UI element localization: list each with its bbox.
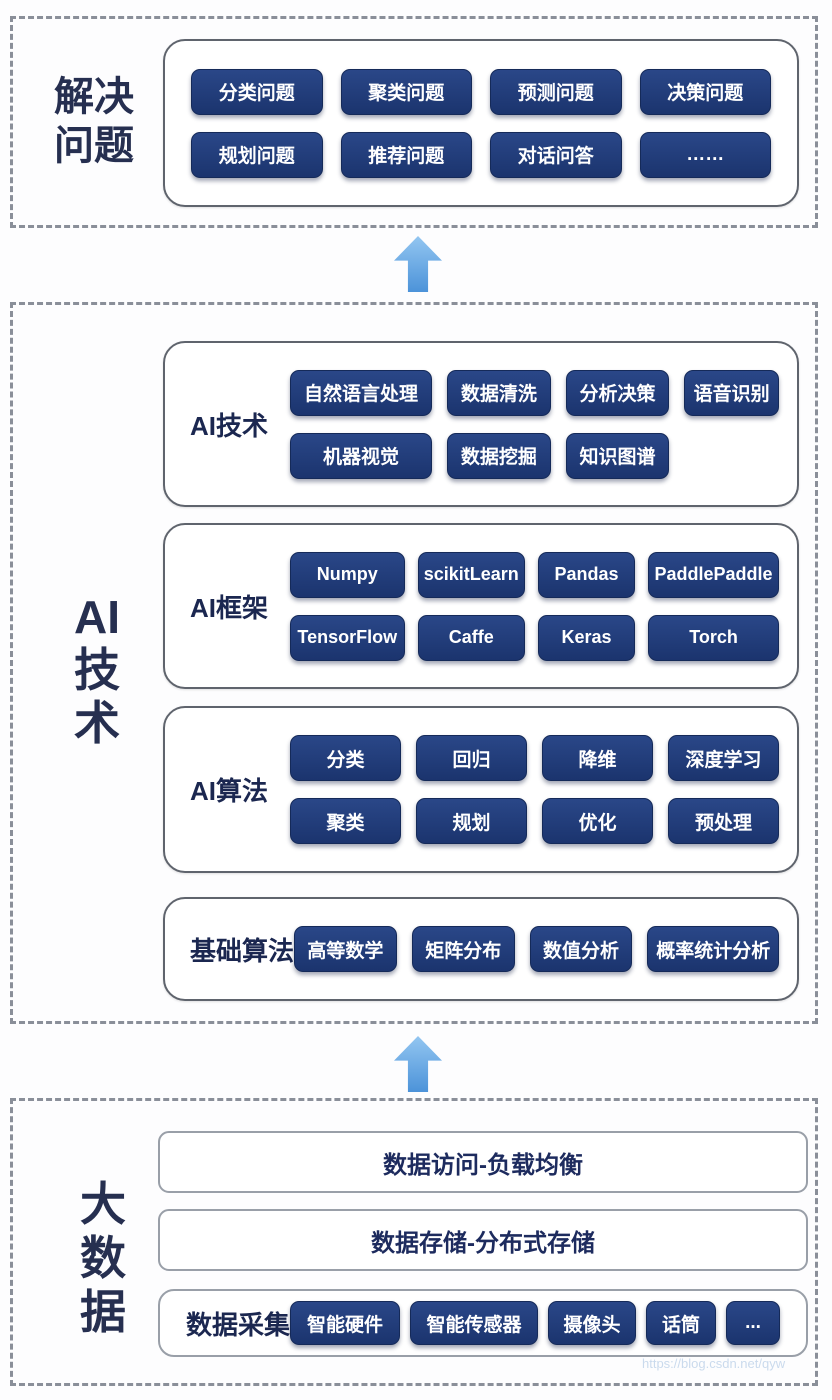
- basic-algorithm-grid: 高等数学 矩阵分布 数值分析 概率统计分析: [294, 926, 779, 972]
- data-collection-panel-label: 数据采集: [186, 1309, 291, 1340]
- algorithm-box: 聚类: [290, 798, 401, 844]
- problem-box: 预测问题: [490, 68, 622, 115]
- data-storage-bar: 数据存储-分布式存储: [158, 1209, 808, 1271]
- framework-box: scikitLearn: [417, 551, 525, 598]
- collect-box: 摄像头: [548, 1301, 637, 1345]
- framework-box: Torch: [648, 614, 779, 661]
- bigdata-label-char: 据: [80, 1286, 126, 1338]
- ai-label-char: 术: [74, 697, 120, 749]
- up-arrow-icon: [394, 236, 442, 292]
- basic-algorithm-box: 概率统计分析: [647, 926, 779, 972]
- basic-algorithm-panel-label: 基础算法: [190, 935, 295, 966]
- framework-box: Pandas: [537, 551, 636, 598]
- basic-algorithm-box: 高等数学: [294, 926, 397, 972]
- algorithm-box: 降维: [542, 735, 653, 781]
- tech-box: 自然语言处理: [290, 369, 433, 416]
- basic-algorithm-panel: 基础算法 高等数学 矩阵分布 数值分析 概率统计分析: [163, 897, 799, 1001]
- solve-problems-section-label: 解决 问题: [33, 19, 155, 225]
- problem-box: 规划问题: [191, 131, 323, 178]
- framework-box: Keras: [537, 614, 636, 661]
- tech-box: 机器视觉: [290, 432, 433, 479]
- watermark-text: https://blog.csdn.net/qyw: [642, 1356, 786, 1371]
- bigdata-label-char: 数: [80, 1232, 126, 1284]
- problem-box: 聚类问题: [340, 68, 472, 115]
- ai-algorithm-grid: 分类 回归 降维 深度学习 聚类 规划 优化 预处理: [290, 735, 779, 844]
- tech-box: 分析决策: [565, 369, 670, 416]
- tech-box: 知识图谱: [565, 432, 670, 479]
- collect-box-ellipsis: ...: [726, 1301, 781, 1345]
- data-access-bar: 数据访问-负载均衡: [158, 1131, 808, 1193]
- ai-framework-grid: Numpy scikitLearn Pandas PaddlePaddle Te…: [290, 551, 779, 661]
- collect-box: 话筒: [646, 1301, 717, 1345]
- ai-tech-panel-label: AI技术: [190, 410, 269, 441]
- framework-box: Caffe: [417, 614, 525, 661]
- tech-box: 语音识别: [684, 369, 779, 416]
- ai-algorithm-panel-label: AI算法: [190, 776, 269, 806]
- tech-box: 数据挖掘: [447, 432, 551, 479]
- framework-box: Numpy: [290, 551, 405, 598]
- solve-problems-panel: 分类问题 聚类问题 预测问题 决策问题 规划问题 推荐问题 对话问答 ……: [163, 39, 799, 207]
- basic-algorithm-box: 矩阵分布: [411, 926, 515, 972]
- problem-box: 分类问题: [191, 68, 323, 115]
- framework-box: PaddlePaddle: [648, 551, 779, 598]
- ai-technology-section: AI 技 术 AI技术 自然语言处理 数据清洗 分析决策 语音识别 机器视觉 数…: [10, 302, 818, 1024]
- data-collection-panel: 数据采集 智能硬件 智能传感器 摄像头 话筒 ...: [158, 1289, 808, 1357]
- data-storage-bar-label: 数据存储-分布式存储: [371, 1229, 595, 1257]
- collect-box: 智能传感器: [410, 1301, 539, 1345]
- ai-algorithm-panel: AI算法 分类 回归 降维 深度学习 聚类 规划 优化 预处理: [163, 706, 799, 873]
- algorithm-box: 规划: [416, 798, 527, 844]
- problem-box: 推荐问题: [340, 131, 472, 178]
- data-access-bar-label: 数据访问-负载均衡: [383, 1151, 583, 1179]
- ai-label-char: AI: [74, 591, 120, 643]
- big-data-section-label: 大 数 据: [59, 1177, 147, 1339]
- solve-label-line1: 解决: [54, 75, 134, 119]
- problem-box-ellipsis: ……: [639, 131, 771, 178]
- problem-box: 对话问答: [490, 131, 622, 178]
- algorithm-box: 回归: [416, 735, 527, 781]
- bigdata-label-char: 大: [80, 1178, 126, 1230]
- ai-framework-panel-label: AI框架: [190, 592, 269, 623]
- up-arrow-icon: [394, 1036, 442, 1092]
- solve-problems-grid: 分类问题 聚类问题 预测问题 决策问题 规划问题 推荐问题 对话问答 ……: [191, 68, 771, 178]
- collect-box: 智能硬件: [290, 1301, 401, 1345]
- ai-technology-section-label: AI 技 术: [55, 591, 139, 750]
- algorithm-box: 深度学习: [668, 735, 779, 781]
- solve-label-line2: 问题: [54, 124, 134, 168]
- algorithm-box: 预处理: [668, 798, 779, 844]
- tech-box: 数据清洗: [447, 369, 551, 416]
- framework-box: TensorFlow: [290, 614, 405, 661]
- ai-framework-panel: AI框架 Numpy scikitLearn Pandas PaddlePadd…: [163, 523, 799, 689]
- algorithm-box: 优化: [542, 798, 653, 844]
- problem-box: 决策问题: [639, 68, 771, 115]
- ai-tech-panel: AI技术 自然语言处理 数据清洗 分析决策 语音识别 机器视觉 数据挖掘 知识图…: [163, 341, 799, 507]
- ai-tech-grid: 自然语言处理 数据清洗 分析决策 语音识别 机器视觉 数据挖掘 知识图谱: [290, 369, 779, 479]
- ai-label-char: 技: [74, 644, 120, 696]
- big-data-section: 大 数 据 数据访问-负载均衡 数据存储-分布式存储 数据采集 智能硬件 智能传…: [10, 1098, 818, 1386]
- algorithm-box: 分类: [290, 735, 401, 781]
- solve-problems-section: 解决 问题 分类问题 聚类问题 预测问题 决策问题 规划问题 推荐问题 对话问答…: [10, 16, 818, 228]
- basic-algorithm-box: 数值分析: [529, 926, 633, 972]
- data-collection-grid: 智能硬件 智能传感器 摄像头 话筒 ...: [290, 1301, 792, 1345]
